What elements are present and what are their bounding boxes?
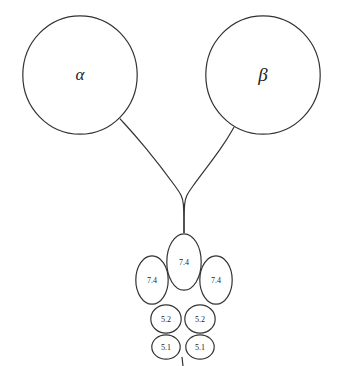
domain-label: 7.4	[166, 258, 202, 267]
domain-ellipse: 5.1	[185, 334, 215, 360]
domain-label: 7.4	[135, 276, 169, 285]
domain-label: 5.1	[185, 343, 215, 352]
domain-ellipse: 5.2	[184, 304, 216, 334]
outline	[151, 305, 181, 333]
domain-label: 5.2	[150, 315, 182, 324]
stalk-connector	[184, 127, 234, 233]
subunit-label: β	[205, 64, 321, 86]
domain-label: 5.2	[184, 315, 216, 324]
outline	[167, 234, 201, 290]
outline	[185, 305, 215, 333]
outline	[200, 256, 232, 304]
domain-ellipse: 5.2	[150, 304, 182, 334]
stalk-connector	[120, 119, 184, 233]
outline	[186, 335, 214, 359]
subunit-circle: β	[205, 15, 321, 135]
subunit-circle: α	[22, 15, 138, 135]
domain-label: 7.4	[199, 276, 233, 285]
tail-line	[182, 357, 183, 366]
outline	[206, 16, 320, 134]
domain-label: 5.1	[151, 343, 181, 352]
domain-ellipse: 7.4	[199, 255, 233, 305]
subunit-label: α	[22, 65, 138, 85]
domain-ellipse: 7.4	[135, 255, 169, 305]
outline	[23, 16, 137, 134]
outline	[136, 256, 168, 304]
domain-ellipse: 7.4	[166, 233, 202, 291]
domain-ellipse: 5.1	[151, 334, 181, 360]
outline	[152, 335, 180, 359]
